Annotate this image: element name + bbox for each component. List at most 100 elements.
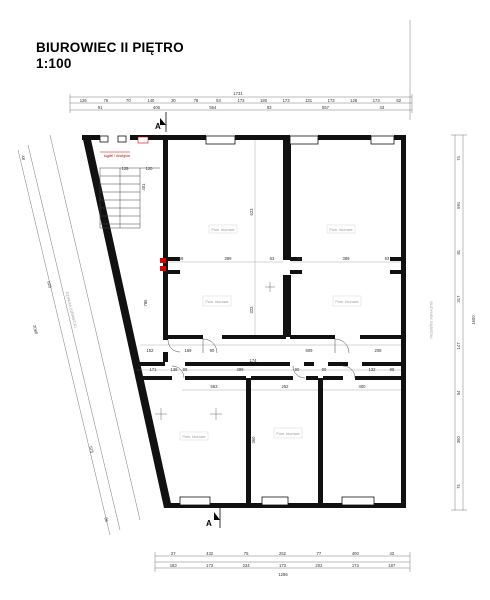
right-dims-7: 74 bbox=[456, 484, 461, 489]
bot-row2-1: 173 bbox=[206, 563, 214, 568]
hatch-icon bbox=[137, 136, 149, 144]
top-row1-9: 173 bbox=[283, 98, 291, 103]
right-dims-4: 147 bbox=[456, 342, 461, 350]
right-dims-0: 74 bbox=[456, 155, 461, 160]
r4-height: 360 bbox=[251, 436, 256, 444]
doors bbox=[167, 338, 356, 379]
r2-width: 389 bbox=[343, 256, 351, 261]
left-dim-b: 2080 bbox=[32, 325, 39, 336]
room-tag-6: Pom. biurowe bbox=[276, 432, 299, 436]
building-walls bbox=[82, 135, 406, 508]
inner-dims: 389 69 63 389 55 93 623 323 786 129 120 … bbox=[122, 166, 395, 444]
bottom-total-dim: 1286 bbox=[278, 572, 288, 577]
bot-row2-5: 173 bbox=[352, 563, 360, 568]
top-row1-5: 78 bbox=[194, 98, 199, 103]
right-dims-1: 591 bbox=[456, 201, 461, 209]
right-dims-3: 317 bbox=[456, 295, 461, 303]
left-dimension-lines bbox=[17, 134, 141, 536]
bot-row2-6: 187 bbox=[388, 563, 396, 568]
corr-f: 174 bbox=[250, 358, 258, 363]
right-dims-6: 360 bbox=[456, 436, 461, 444]
top-row1-7: 173 bbox=[238, 98, 246, 103]
staircase bbox=[99, 167, 160, 229]
top-row1-4: 30 bbox=[171, 98, 176, 103]
r1-left: 69 bbox=[179, 256, 184, 261]
section-letter-top: A bbox=[155, 122, 161, 131]
hall-a: 171 bbox=[150, 367, 158, 372]
stair-left: 129 bbox=[122, 166, 130, 171]
left-dim-c: 575 bbox=[88, 446, 95, 455]
top-row1-2: 70 bbox=[126, 98, 131, 103]
top-row1-13: 173 bbox=[373, 98, 381, 103]
room-tags: Pom. biurowe Pom. biurowe Pom. biurowe P… bbox=[179, 224, 362, 441]
hall-g: 132 bbox=[369, 367, 377, 372]
right-dims-5: 54 bbox=[456, 390, 461, 395]
top-row2-1: 406 bbox=[153, 105, 161, 110]
stair-height: 401 bbox=[141, 183, 146, 191]
right-dims-2: 81 bbox=[456, 249, 461, 254]
r3-width: 563 bbox=[211, 384, 219, 389]
right-side-label: BUDYNEK SĄSIEDNI bbox=[429, 301, 433, 338]
drawing-title: BIUROWIEC II PIĘTRO 1:100 bbox=[36, 40, 184, 72]
stair-width: 120 bbox=[146, 166, 154, 171]
top-row1-14: 82 bbox=[396, 98, 401, 103]
bot-row1-4: 77 bbox=[317, 551, 322, 556]
top-row1-10: 131 bbox=[305, 98, 313, 103]
corr-c: 90 bbox=[210, 348, 215, 353]
r5-width: 400 bbox=[359, 384, 367, 389]
title-scale: 1:100 bbox=[36, 56, 72, 71]
top-row2-5: 43 bbox=[379, 105, 384, 110]
room-tag-2: Pom. biurowe bbox=[329, 228, 352, 232]
crosshair-marks bbox=[155, 282, 275, 420]
bot-row2-3: 173 bbox=[279, 563, 287, 568]
hall-f: 90 bbox=[322, 367, 327, 372]
bot-row2-0: 183 bbox=[170, 563, 178, 568]
hall-e: 90 bbox=[295, 367, 300, 372]
corr-d: 609 bbox=[306, 348, 314, 353]
r1-right: 63 bbox=[270, 256, 275, 261]
section-marker-top: A bbox=[155, 112, 167, 132]
section-letter-bottom: A bbox=[206, 519, 212, 528]
corr-e: 208 bbox=[375, 348, 383, 353]
inner-dim-lines bbox=[137, 140, 401, 391]
right-dimension-lines bbox=[451, 134, 467, 511]
r4-width: 252 bbox=[282, 384, 290, 389]
top-row1-12: 128 bbox=[350, 98, 358, 103]
top-row2-2: 554 bbox=[209, 105, 217, 110]
corr-a: 152 bbox=[147, 348, 155, 353]
r1-height: 623 bbox=[249, 208, 254, 216]
bot-row1-3: 252 bbox=[279, 551, 287, 556]
left-dim-e: 96 bbox=[103, 517, 109, 523]
room-tag-1: Pom. biurowe bbox=[211, 228, 234, 232]
r1-lower: 323 bbox=[249, 306, 254, 314]
r1-width: 389 bbox=[225, 256, 233, 261]
bot-row1-5: 400 bbox=[352, 551, 360, 556]
top-row1-11: 173 bbox=[328, 98, 336, 103]
bot-row1-1: 432 bbox=[206, 551, 214, 556]
r2-right: 93 bbox=[385, 256, 390, 261]
hall-b: 136 bbox=[171, 367, 179, 372]
room-tag-3: Pom. biurowe bbox=[205, 300, 228, 304]
top-row2-0: 91 bbox=[98, 105, 103, 110]
section-marker-bottom: A bbox=[206, 508, 221, 528]
top-total-dim: 1731 bbox=[233, 91, 243, 96]
bot-row2-4: 202 bbox=[315, 563, 323, 568]
hall-d: 499 bbox=[237, 367, 245, 372]
right-total-dim: 1600 bbox=[471, 315, 476, 325]
corr-b: 169 bbox=[185, 348, 193, 353]
top-row1-8: 180 bbox=[260, 98, 268, 103]
hall-h: 98 bbox=[390, 367, 395, 372]
top-row1-1: 76 bbox=[103, 98, 108, 103]
left-side-label: DZIAŁKA (GRANICA) bbox=[65, 292, 78, 329]
r2-left: 55 bbox=[297, 256, 302, 261]
top-row1-6: 54 bbox=[216, 98, 221, 103]
room-tag-5: Pom. biurowe bbox=[182, 435, 205, 439]
top-row2-3: 93 bbox=[267, 105, 272, 110]
windows bbox=[99, 135, 395, 506]
top-dimension-lines bbox=[69, 20, 413, 120]
bot-row1-2: 75 bbox=[244, 551, 249, 556]
